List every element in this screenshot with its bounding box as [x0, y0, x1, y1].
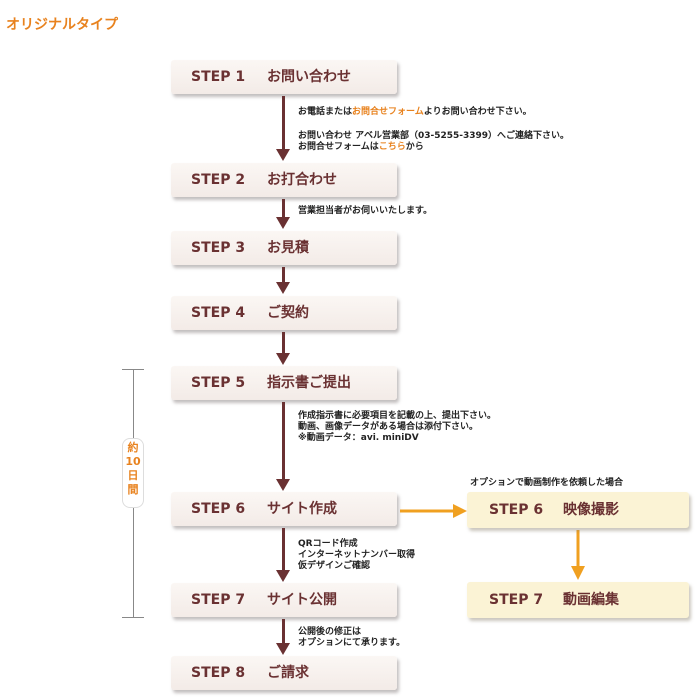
flow-arrow-head	[276, 479, 290, 491]
option-caption: オプションで動画制作を依頼した場合	[470, 478, 624, 488]
note-step2: 営業担当者がお伺いいたします。	[298, 206, 432, 217]
step-name: お打合わせ	[267, 172, 337, 188]
here-link[interactable]: こちら	[378, 142, 406, 152]
note-step6: QRコード作成 インターネットナンバー取得 仮デザインご確認	[298, 539, 415, 572]
flow-arrow-head	[276, 282, 290, 294]
flow-arrow-head	[276, 353, 290, 365]
note-step5: 作成指示書に必要項目を記載の上、提出下さい。 動画、画像データがある場合は添付下…	[298, 411, 496, 444]
step-label: STEP 1	[191, 69, 246, 85]
step-name: 映像撮影	[563, 502, 619, 518]
note-text: オプションにて承ります。	[298, 638, 406, 648]
step-name: お見積	[267, 240, 309, 256]
note-text: ※動画データ：avi. miniDV	[298, 433, 419, 443]
note-text: インターネットナンバー取得	[298, 550, 416, 560]
step-label: STEP 7	[191, 592, 246, 608]
flow-arrow-shaft	[282, 528, 285, 571]
step-label: STEP 8	[191, 665, 246, 681]
note-text: 営業担当者がお伺いいたします。	[298, 206, 433, 216]
flow-arrow-head	[276, 570, 290, 582]
note-text: 公開後の修正は	[298, 627, 362, 637]
step-name: ご請求	[267, 665, 309, 681]
flow-arrow-shaft	[282, 96, 285, 150]
step-5-box: STEP 5 指示書ご提出	[171, 366, 397, 400]
note-step7: 公開後の修正は オプションにて承ります。	[298, 627, 405, 649]
period-text: 日	[127, 469, 139, 482]
step-name: 指示書ご提出	[267, 375, 351, 391]
step-label: STEP 3	[191, 240, 246, 256]
period-text: 約	[127, 441, 139, 454]
contact-form-link[interactable]: お問合せフォーム	[352, 107, 424, 117]
note-text: お問い合わせ アベル営業部（03-5255-3399）へご連絡下さい。	[298, 131, 570, 141]
flow-arrow-head	[276, 643, 290, 655]
flow-arrow-shaft	[282, 402, 285, 480]
period-bracket-bottom	[122, 617, 144, 618]
period-text: 間	[127, 483, 139, 496]
step-label: STEP 2	[191, 172, 246, 188]
note-text: QRコード作成	[298, 539, 358, 549]
step-name: お問い合わせ	[267, 69, 351, 85]
step-1-box: STEP 1 お問い合わせ	[171, 60, 397, 94]
step-name: サイト作成	[267, 501, 337, 517]
note-text: よりお問い合わせ下さい。	[423, 107, 532, 117]
note-step1-contact: お電話またはお問合せフォームよりお問い合わせ下さい。	[298, 107, 532, 118]
flow-arrow-shaft	[282, 199, 285, 218]
flow-arrow-shaft	[282, 332, 285, 354]
option-step-7-box: STEP 7 動画編集	[467, 582, 689, 618]
note-text: 作成指示書に必要項目を記載の上、提出下さい。	[298, 411, 497, 421]
step-8-box: STEP 8 ご請求	[171, 656, 397, 690]
note-step1-phone: お問い合わせ アベル営業部（03-5255-3399）へご連絡下さい。 お問合せ…	[298, 131, 569, 153]
note-text: お電話または	[298, 107, 353, 117]
page-title: オリジナルタイプ	[6, 17, 118, 33]
step-6-box: STEP 6 サイト作成	[171, 492, 397, 526]
step-label: STEP 5	[191, 375, 246, 391]
step-2-box: STEP 2 お打合わせ	[171, 163, 397, 197]
step-name: サイト公開	[267, 592, 337, 608]
option-branch-arrow-head	[453, 504, 467, 518]
step-label: STEP 6	[489, 502, 544, 518]
step-name: 動画編集	[563, 592, 619, 608]
step-4-box: STEP 4 ご契約	[171, 296, 397, 330]
flow-arrow-shaft	[282, 619, 285, 644]
period-text: 10	[125, 455, 141, 468]
step-label: STEP 7	[489, 592, 544, 608]
step-name: ご契約	[267, 305, 309, 321]
flow-arrow-head	[276, 149, 290, 161]
note-text: 仮デザインご確認	[298, 561, 371, 571]
option-step-6-box: STEP 6 映像撮影	[467, 492, 689, 528]
period-badge: 約 10 日 間	[122, 438, 144, 508]
note-text: から	[405, 142, 424, 152]
step-label: STEP 6	[191, 501, 246, 517]
step-label: STEP 4	[191, 305, 246, 321]
note-text: お問合せフォームは	[298, 142, 379, 152]
step-3-box: STEP 3 お見積	[171, 231, 397, 265]
flow-arrow-shaft	[282, 267, 285, 283]
flow-arrow-head	[276, 217, 290, 229]
option-flow-arrow-head	[571, 566, 585, 580]
step-7-box: STEP 7 サイト公開	[171, 583, 397, 617]
note-text: 動画、画像データがある場合は添付下さい。	[298, 422, 479, 432]
